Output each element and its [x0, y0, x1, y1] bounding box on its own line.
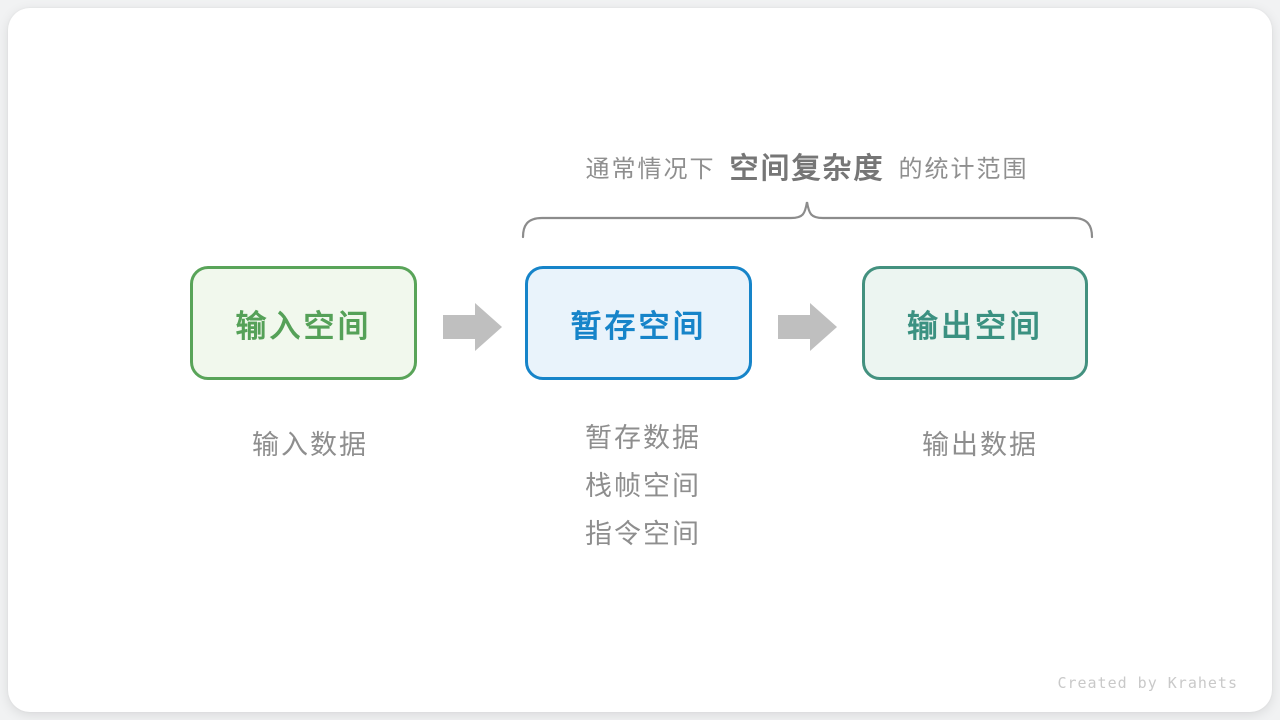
annotation-stack-frame-space: 栈帧空间: [585, 471, 701, 501]
node-input-space-label: 输入空间: [235, 308, 372, 344]
caption-suffix: 的统计范围: [898, 155, 1029, 183]
node-output-space-label: 输出空间: [907, 308, 1043, 344]
caption-prefix: 通常情况下: [585, 155, 716, 183]
node-temp-space: 暂存空间: [525, 266, 752, 380]
node-output-space: 输出空间: [862, 266, 1088, 380]
annotation-temp-data: 暂存数据: [585, 423, 701, 453]
node-temp-space-label: 暂存空间: [570, 308, 707, 344]
annotation-instruction-space: 指令空间: [585, 519, 701, 549]
flow-arrow-icon: [443, 303, 502, 351]
scope-brace: [521, 201, 1094, 239]
annotation-input-data: 输入数据: [252, 430, 368, 460]
node-input-space: 输入空间: [190, 266, 417, 380]
watermark-credit: Created by Krahets: [1057, 674, 1238, 692]
flow-arrow-icon: [778, 303, 837, 351]
annotation-output-data: 输出数据: [922, 430, 1038, 460]
caption: 通常情况下 空间复杂度 的统计范围: [407, 144, 1207, 188]
caption-highlight: 空间复杂度: [729, 153, 885, 185]
annotation-temp-list: 暂存数据 栈帧空间 指令空间: [585, 414, 701, 558]
